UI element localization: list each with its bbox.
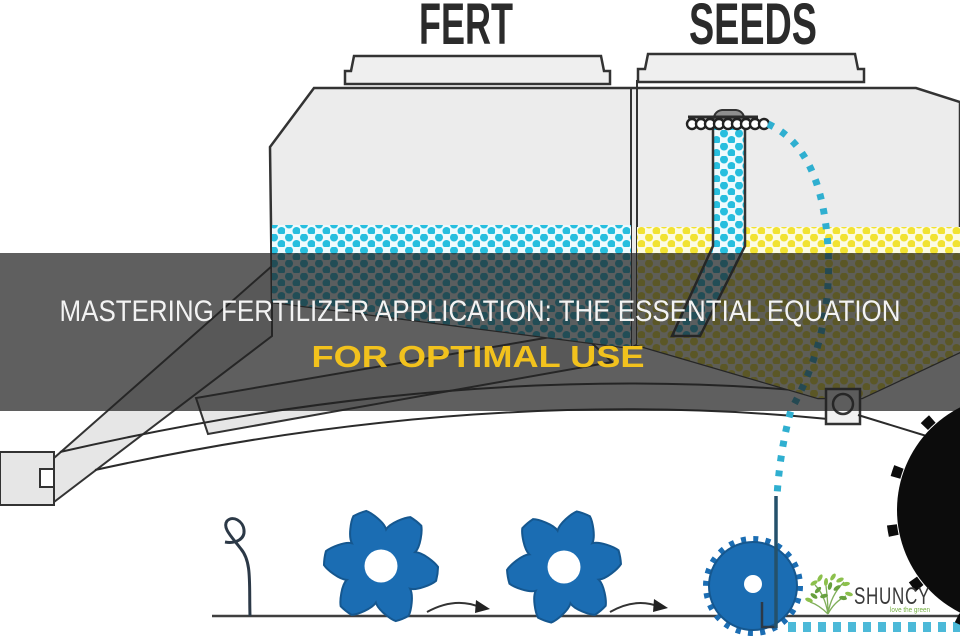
banner-overlay — [0, 253, 960, 411]
hitch-coupler — [0, 451, 55, 506]
motion-arrow-1 — [426, 600, 490, 613]
plant-icon — [805, 573, 853, 615]
banner-title: MASTERING FERTILIZER APPLICATION: THE ES… — [60, 295, 901, 328]
motion-arrow-2 — [609, 599, 668, 613]
drive-gear-2 — [497, 504, 631, 630]
brand-logo: SHUNCY love the green — [805, 573, 930, 615]
spring-tine — [224, 517, 252, 617]
title-banner: MASTERING FERTILIZER APPLICATION: THE ES… — [0, 253, 960, 411]
seeds-label: SEEDS — [689, 0, 817, 57]
frame-rail-lower — [94, 408, 829, 471]
drive-gear-1 — [316, 505, 446, 627]
seeds-lid — [636, 52, 866, 84]
brand-tagline: love the green — [890, 607, 930, 614]
fert-lid — [343, 54, 612, 86]
agitator-rollers — [685, 117, 771, 131]
banner-subtitle: FOR OPTIMAL USE — [312, 339, 645, 374]
seed-boot — [760, 602, 776, 629]
press-wheel — [886, 395, 960, 625]
fert-label: FERT — [419, 0, 513, 57]
brand-name: SHUNCY — [854, 583, 930, 610]
